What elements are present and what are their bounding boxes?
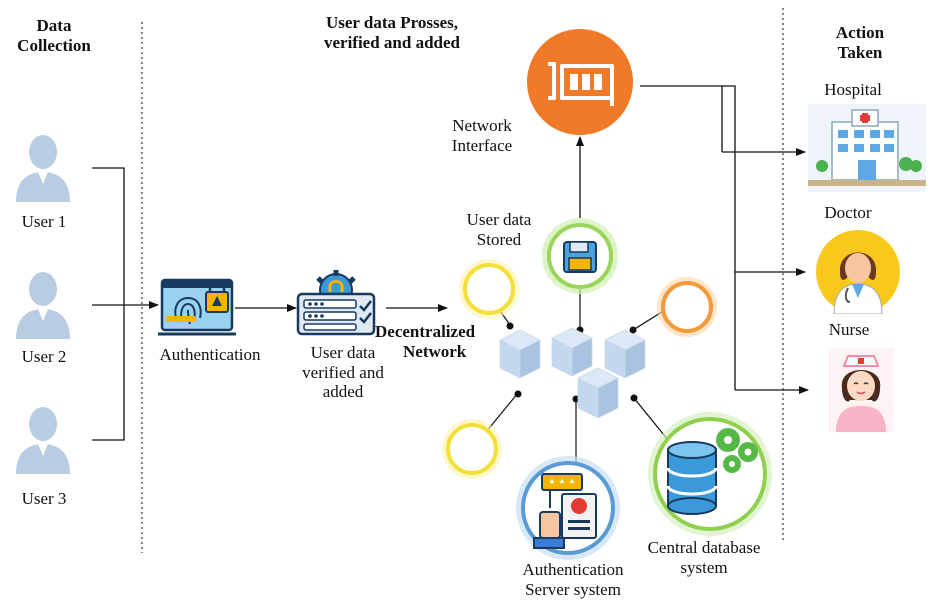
network-interface-label: Network Interface [432,116,532,155]
verified-data-icon [296,270,376,336]
header-line: User data Prosses, [325,13,459,32]
central-db-line: Central database [647,538,761,557]
authentication-label: Authentication [159,345,261,364]
user-2-label: User 2 [21,347,67,366]
auth-server-label: Authentication Server system [498,560,648,599]
header-line: Taken [837,42,883,62]
floppy-disk-icon [542,218,618,294]
hospital-icon [808,104,926,192]
header-line: Collection [17,35,91,55]
header-line: verified and added [323,32,461,52]
user-bracket [92,167,125,441]
header-line: Data [36,16,72,35]
user-1-label: User 1 [21,212,67,231]
network-line: Decentralized [375,322,476,341]
verified-line: added [322,382,364,402]
user-2-icon [16,272,70,339]
auth-server-line: Server system [525,579,621,599]
peer-node-yellow-bottom [442,419,502,479]
verified-label: User data verified and added [288,343,398,402]
stored-line: Stored [476,229,522,249]
doctor-icon [816,230,900,314]
network-cubes-icon [499,327,646,419]
verified-line: User data [310,343,376,362]
central-database-icon [648,412,772,536]
interface-line: Interface [451,135,513,155]
decentralized-network-label: Decentralized Network [375,322,515,361]
auth-server-line: Authentication [522,560,624,579]
hospital-label: Hospital [824,80,882,99]
header-data-collection: Data Collection [6,16,102,55]
spoke-joints [506,322,638,403]
doctor-label: Doctor [824,203,872,222]
nurse-label: Nurse [828,320,870,339]
network-line: Network [403,341,467,361]
action-connectors [640,85,809,394]
user-3-icon [16,407,70,474]
user-data-stored-label: User data Stored [444,210,554,249]
peer-node-orange [657,277,717,337]
user-1-icon [16,135,70,202]
stored-line: User data [466,210,532,229]
verified-line: verified and [302,362,384,382]
header-line: Action [835,23,885,42]
central-db-line: system [680,557,728,577]
central-db-label: Central database system [626,538,782,577]
user-3-label: User 3 [21,489,67,508]
header-process: User data Prosses, verified and added [292,13,492,52]
header-action-taken: Action Taken [805,23,915,62]
interface-line: Network [452,116,512,135]
fingerprint-auth-icon [158,278,236,336]
nurse-icon [828,348,894,432]
authentication-server-icon [516,456,620,560]
network-interface-icon [527,29,633,135]
peer-node-yellow-top [459,259,519,319]
